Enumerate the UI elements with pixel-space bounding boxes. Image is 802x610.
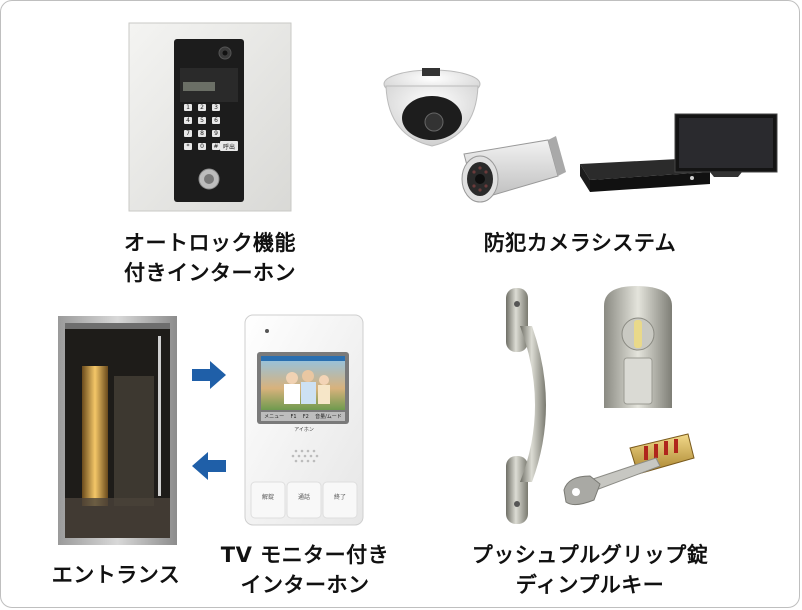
tv-intercom-image: メニュー F1 F2 音量/ムード アイホン 解錠 通話 終了 <box>244 314 364 526</box>
dimple-key-illustration <box>563 433 695 506</box>
cylinder-closeup-image <box>600 286 676 408</box>
arrow-left-shape <box>192 452 226 480</box>
tv-intercom-caption: TV モニター付き インターホン <box>205 540 405 600</box>
keypad-key-11[interactable]: # <box>213 143 219 150</box>
keypad-key-2[interactable]: 3 <box>214 104 218 111</box>
softkey-f1[interactable]: F1 <box>290 413 297 420</box>
camera-system-illustration <box>383 68 778 203</box>
entrance-caption: エントランス <box>51 563 181 587</box>
arrow-right-shape <box>192 361 226 389</box>
autolock-intercom-image <box>128 22 292 212</box>
keypad-key-6[interactable]: 7 <box>186 130 190 137</box>
tv-intercom-caption-line2: インターホン <box>240 573 370 597</box>
pushpull-handle-illustration <box>506 288 546 524</box>
autolock-caption-line2: 付きインターホン <box>124 261 296 285</box>
keypad-key-4[interactable]: 5 <box>200 117 204 124</box>
pushpull-caption: プッシュプルグリップ錠 ディンプルキー <box>460 540 720 600</box>
entrance-door-illustration <box>58 316 177 545</box>
monitor-unlock-button[interactable]: 解錠 <box>261 494 274 501</box>
pushpull-caption-line1: プッシュプルグリップ錠 <box>471 543 709 567</box>
keypad-key-5[interactable]: 6 <box>214 117 218 124</box>
autolock-panel-illustration <box>128 22 292 212</box>
monitor-end-button[interactable]: 終了 <box>333 494 346 501</box>
cylinder-closeup-illustration <box>604 286 672 408</box>
monitor-talk-button[interactable]: 通話 <box>297 494 310 501</box>
keypad-key-9[interactable]: * <box>186 143 190 150</box>
arrow-left-icon <box>192 452 226 480</box>
dimple-key-image <box>560 428 700 518</box>
keypad-key-3[interactable]: 4 <box>186 117 190 124</box>
pushpull-caption-line2: ディンプルキー <box>515 573 665 597</box>
pushpull-handle-image <box>500 286 558 528</box>
keypad-key-7[interactable]: 8 <box>200 130 204 137</box>
tv-intercom-illustration <box>244 314 364 526</box>
softkey-volume[interactable]: 音量/ムード <box>315 414 342 420</box>
keypad-key-8[interactable]: 9 <box>214 130 218 137</box>
softkey-f2[interactable]: F2 <box>302 413 309 420</box>
keypad-call-key[interactable]: 呼出 <box>222 144 235 151</box>
autolock-caption-line1: オートロック機能 <box>124 231 296 255</box>
softkey-menu[interactable]: メニュー <box>264 414 285 420</box>
monitor-softkey-row: メニュー F1 F2 音量/ムード <box>261 412 345 421</box>
monitor-brand: アイホン <box>294 427 314 433</box>
entrance-image <box>58 316 177 545</box>
autolock-caption: オートロック機能 付きインターホン <box>110 228 310 288</box>
keypad-key-10[interactable]: 0 <box>200 143 204 150</box>
tv-intercom-caption-line1: TV モニター付き <box>220 543 390 567</box>
security-camera-caption: 防犯カメラシステム <box>483 231 677 255</box>
keypad-key-1[interactable]: 2 <box>200 104 204 111</box>
arrow-right-icon <box>192 361 226 389</box>
keypad-key-0[interactable]: 1 <box>186 104 190 111</box>
security-camera-image <box>380 64 780 216</box>
